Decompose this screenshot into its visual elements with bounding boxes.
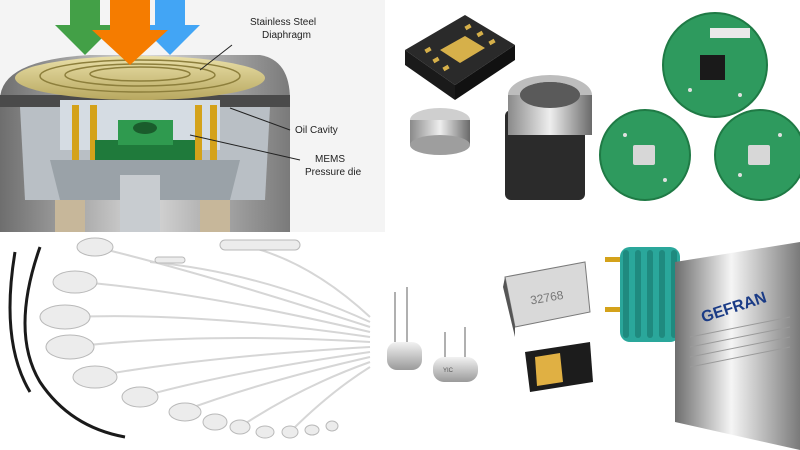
callout-mems-line2: Pressure die	[305, 167, 362, 178]
crystal-oscillators-photo: YIC 32768	[385, 232, 595, 450]
pressure-sensor-chips-photo	[385, 0, 595, 232]
callout-mems-line1: MEMS	[315, 154, 345, 165]
pressure-sensor-cutaway-diagram: Stainless Steel Diaphragm Oil Cavity MEM…	[0, 0, 385, 232]
callout-diaphragm-line2: Diaphragm	[262, 30, 311, 41]
callout-oil-cavity: Oil Cavity	[295, 125, 338, 136]
green-sensor-pcbs-photo	[595, 0, 800, 232]
crystal-small-marking: YIC	[443, 368, 454, 374]
callout-diaphragm-line1: Stainless Steel	[250, 17, 316, 28]
gefran-transducer-photo: GEFRAN	[595, 232, 800, 450]
crystal-marking: 32768	[529, 288, 565, 308]
ultrasound-probes-photo	[0, 232, 385, 450]
